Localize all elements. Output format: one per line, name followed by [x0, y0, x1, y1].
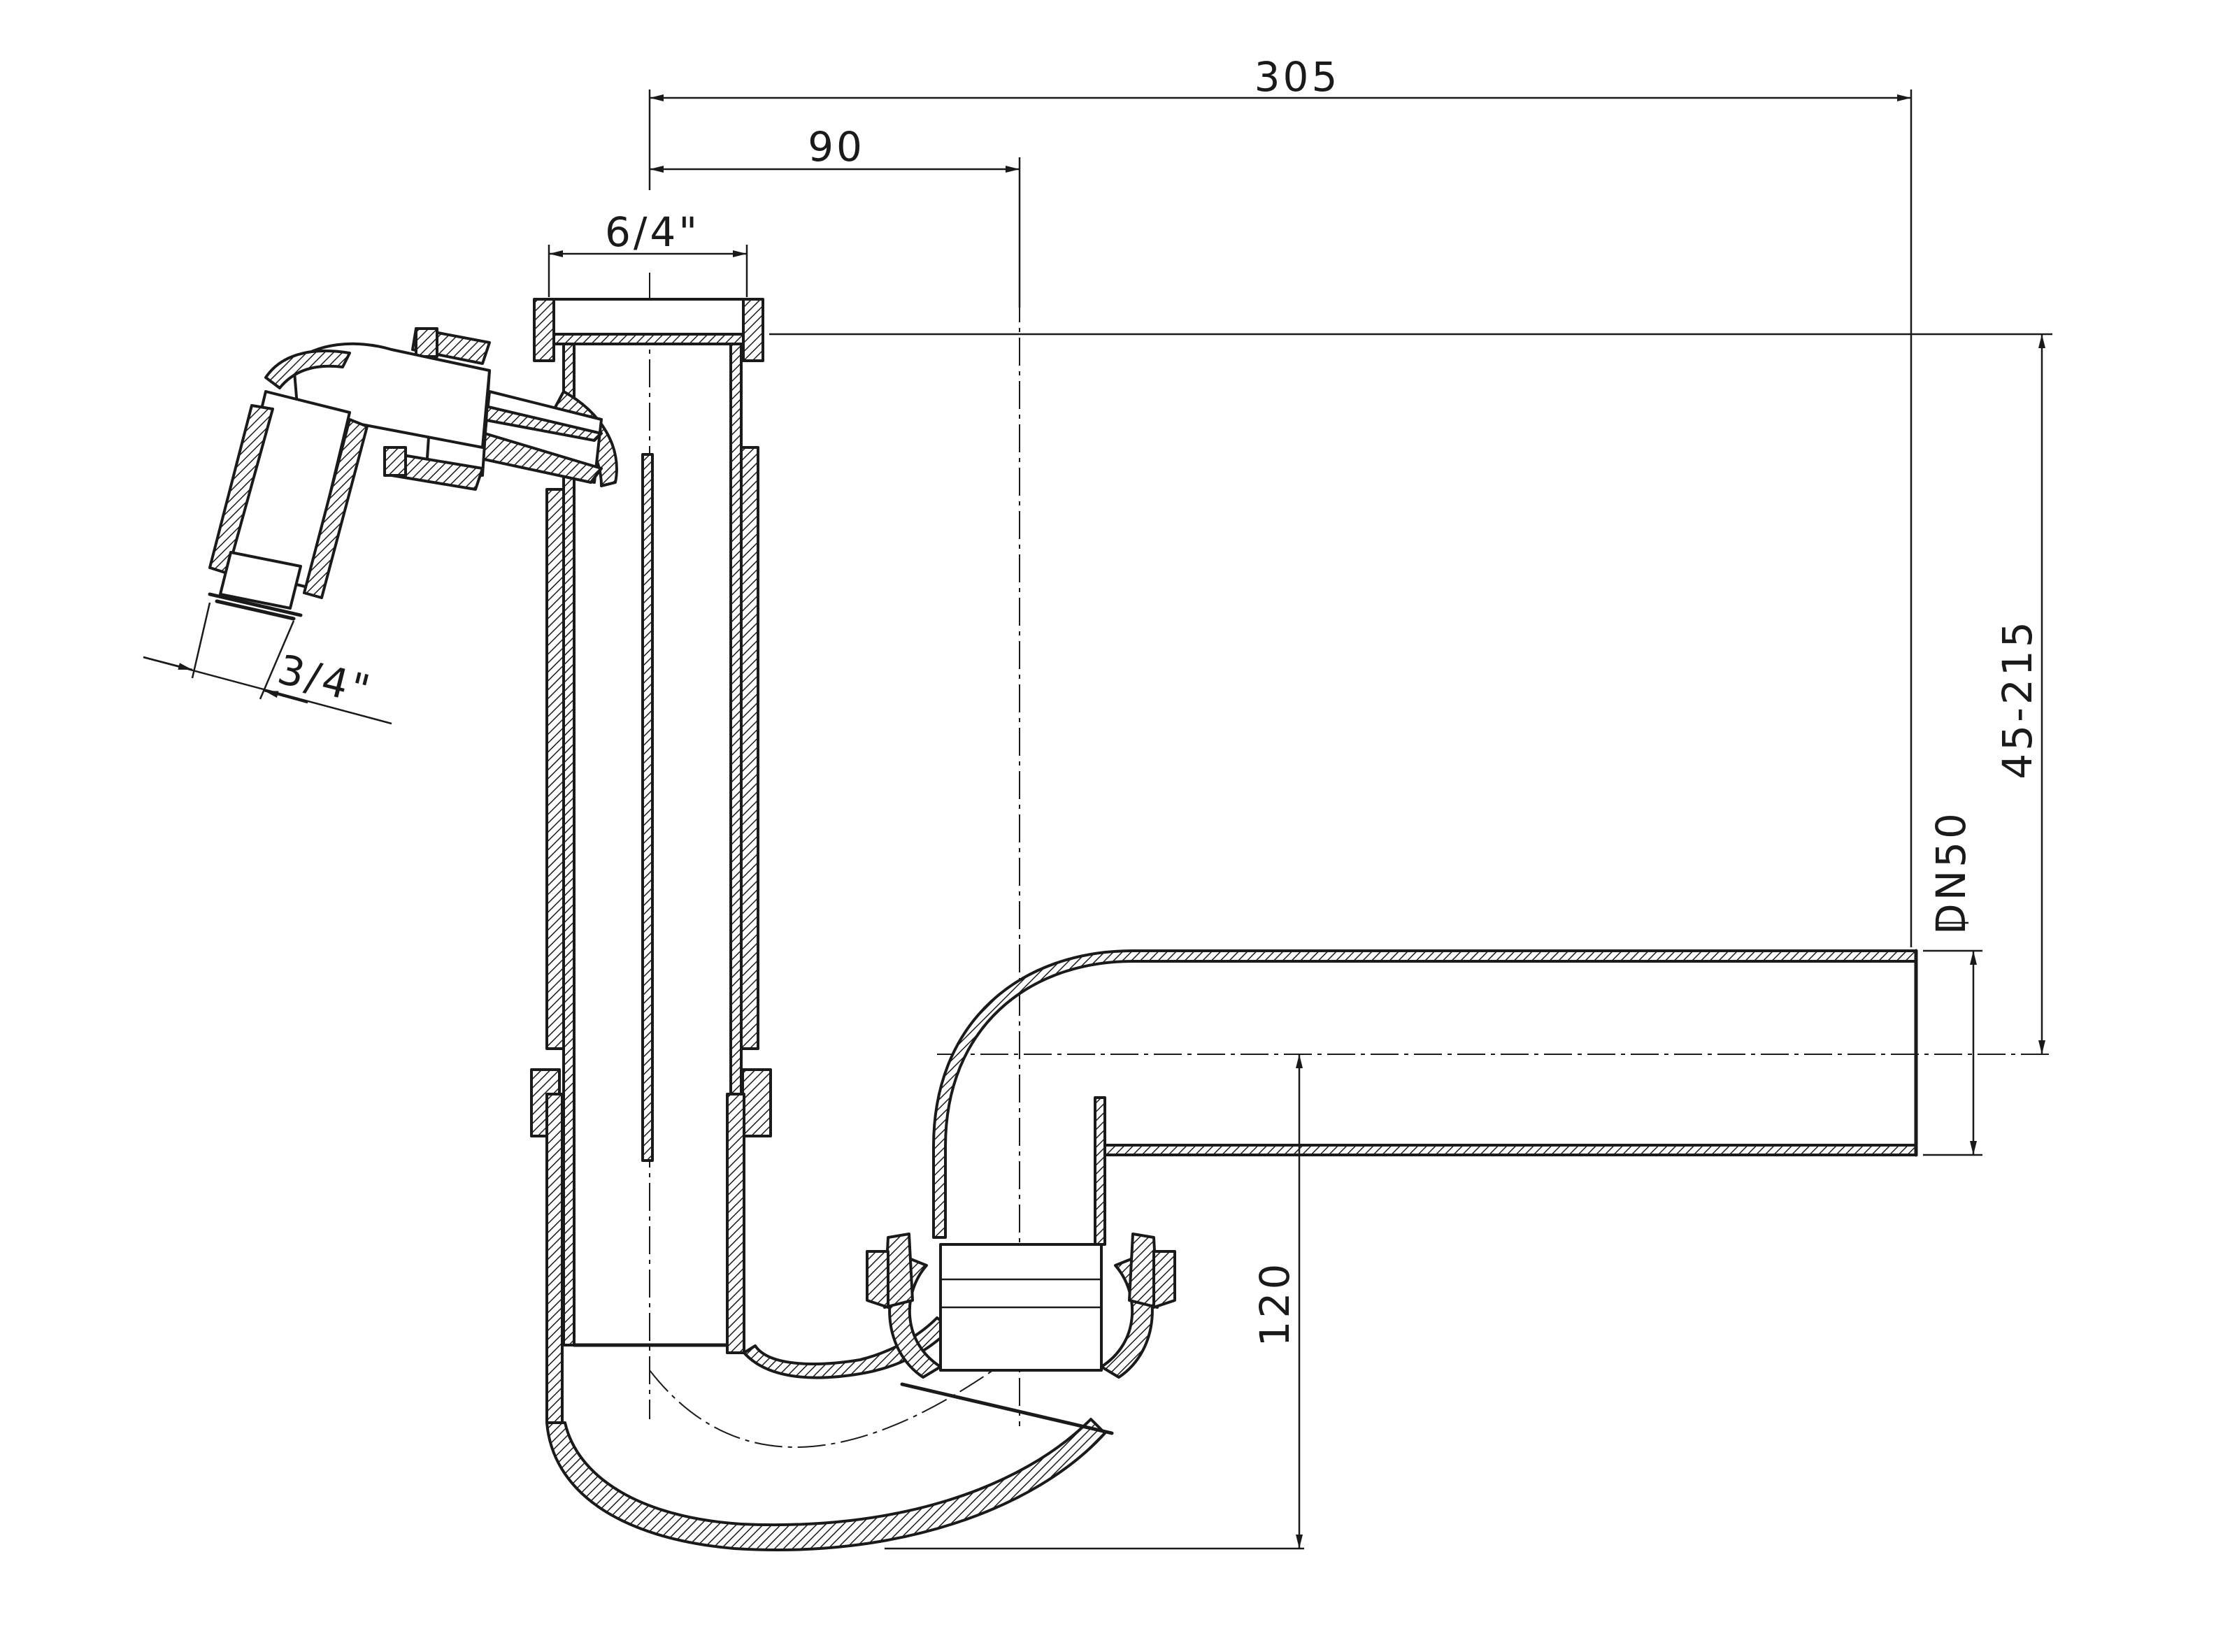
dimension-lines [143, 94, 2045, 1549]
dim-overall-width: 305 [1255, 53, 1341, 101]
dim-hose-thread: 3/4" [273, 645, 377, 714]
inlet-nut [533, 298, 764, 362]
dim-height-range: 45-215 [1994, 619, 2041, 779]
center-lines [649, 164, 2049, 1448]
outer-sleeve [545, 446, 759, 1050]
hose-connector [208, 327, 618, 621]
dim-offset: 90 [808, 123, 865, 171]
outlet-pipe [932, 949, 1918, 1246]
immersion-tube [562, 343, 743, 1347]
dim-depth: 120 [1251, 1261, 1299, 1347]
dim-inlet-thread: 6/4" [605, 208, 700, 256]
dim-outlet-size: DN50 [1927, 810, 1975, 935]
extension-lines [191, 89, 2052, 1550]
ball-joint [866, 1233, 1176, 1379]
